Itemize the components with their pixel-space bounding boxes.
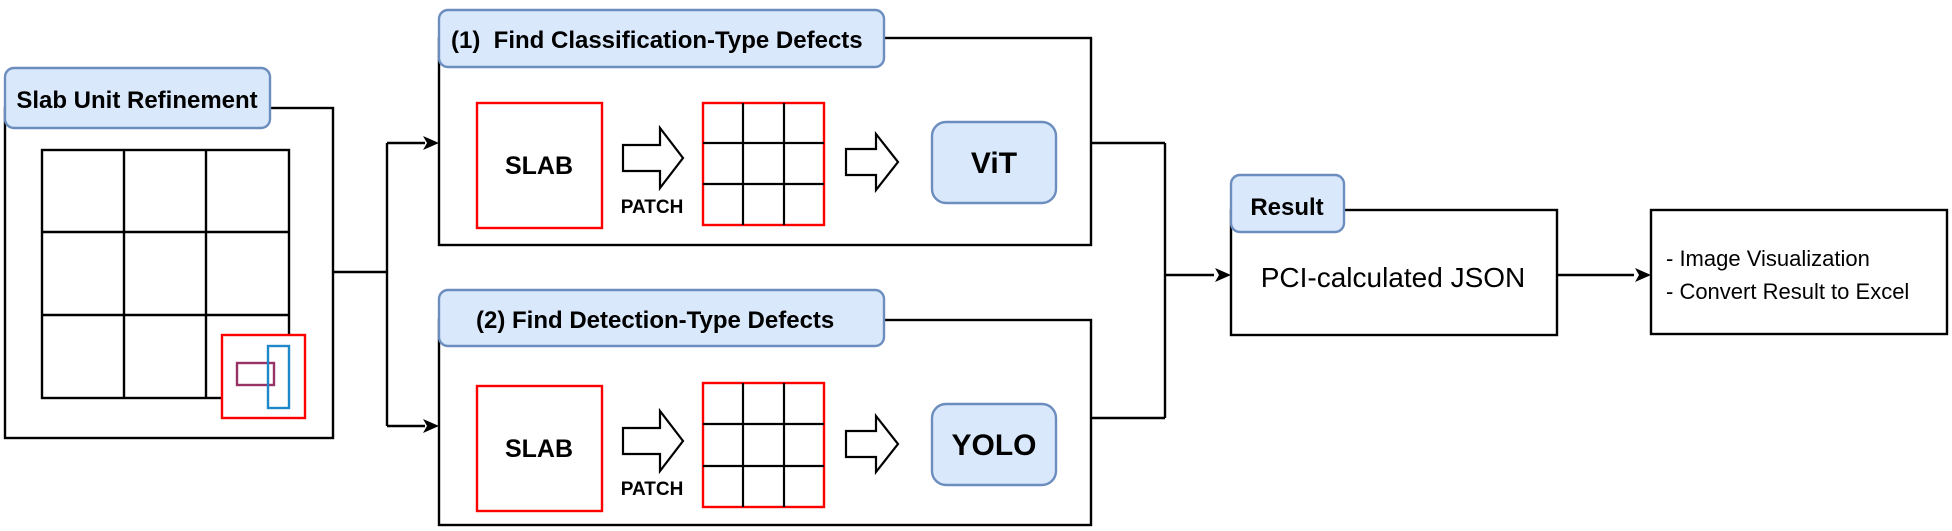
defect-bbox-horizontal: [235, 361, 276, 387]
output-box: [1649, 208, 1949, 336]
result-body: PCI-calculated JSON: [1261, 262, 1526, 293]
classification-patch-grid: [701, 101, 826, 227]
slab-unit-refinement-tab: Slab Unit Refinement: [3, 66, 272, 130]
classification-slab: [475, 101, 604, 230]
detection-tab-box: [437, 288, 886, 348]
output-panel: - Image Visualization - Convert Result t…: [1649, 208, 1949, 336]
slab-unit-refinement-title: Slab Unit Refinement: [16, 87, 257, 114]
detection-patch-frame: [701, 381, 826, 509]
arrow-right-icon: [844, 412, 900, 476]
detection-patch-grid: [701, 381, 826, 509]
detection-slab: [475, 384, 604, 513]
result-panel: PCI-calculated JSON Result: [1229, 173, 1559, 337]
arrow-right-icon: [844, 130, 900, 194]
split-connector: [333, 136, 439, 433]
classification-slab-label: SLAB: [505, 152, 573, 180]
result-title: Result: [1250, 194, 1323, 221]
classification-tab: (1) Find Classification-Type Defects: [437, 8, 886, 69]
defect-highlight: [220, 333, 307, 420]
arrowhead-to-classification: [423, 136, 439, 150]
slab-grid: [40, 148, 291, 400]
yolo-model-label: YOLO: [951, 429, 1036, 462]
patch-arrow-icon: [621, 407, 685, 475]
slab-unit-refinement-tab-box: [3, 66, 272, 130]
classification-patch-label: PATCH: [621, 197, 684, 218]
merge-connector: [1091, 141, 1231, 420]
detection-slab-label: SLAB: [505, 435, 573, 463]
arrowhead-to-detection: [423, 419, 439, 433]
output-line-1: - Image Visualization: [1666, 246, 1870, 271]
detection-patch-label: PATCH: [621, 479, 684, 500]
classification-patch-frame: [701, 101, 826, 227]
yolo-model-box: [930, 402, 1058, 487]
arrowhead-to-output: [1635, 268, 1651, 282]
output-line-2: - Convert Result to Excel: [1666, 279, 1909, 304]
classification-tab-box: [437, 8, 886, 69]
defect-bbox-vertical: [266, 344, 291, 410]
output-connector: [1557, 268, 1651, 282]
patch-arrow-icon: [621, 124, 685, 192]
slab-grid-frame: [40, 148, 291, 400]
result-tab-box: [1229, 173, 1346, 234]
detection-tab: (2) Find Detection-Type Defects: [437, 288, 886, 348]
classification-title: (1) Find Classification-Type Defects: [451, 27, 863, 54]
slab-unit-refinement-panel: Slab Unit Refinement: [3, 66, 335, 440]
vit-model-label: ViT: [971, 147, 1017, 180]
vit-model-box: [930, 120, 1058, 205]
defect-cell-highlight: [220, 333, 307, 420]
classification-branch: SLAB PATCH ViT (1) Find Classification-T…: [437, 8, 1093, 247]
arrowhead-to-result: [1215, 268, 1231, 282]
detection-title: (2) Find Detection-Type Defects: [476, 307, 834, 334]
detection-branch: SLAB PATCH YOLO (2) Find Detection-Type …: [437, 288, 1093, 527]
